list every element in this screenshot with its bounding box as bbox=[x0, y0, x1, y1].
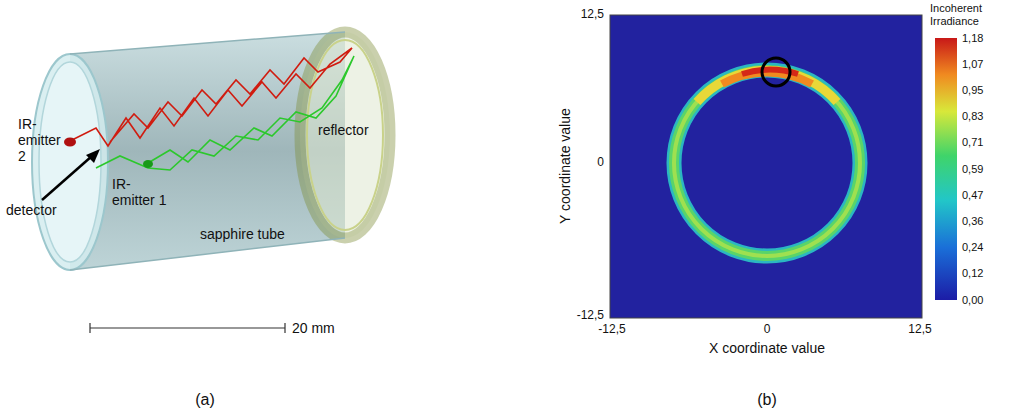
colorbar bbox=[935, 38, 957, 300]
emitter-dot bbox=[143, 160, 153, 168]
reflector-ring bbox=[300, 32, 390, 238]
panel-label: (b) bbox=[757, 391, 777, 409]
irradiance-ring bbox=[674, 70, 860, 256]
highlight-circle bbox=[762, 58, 790, 86]
axis-title: X coordinate value bbox=[709, 340, 825, 356]
colorbar-tick: 1,07 bbox=[962, 58, 983, 71]
colorbar-tick: 0,47 bbox=[962, 189, 983, 202]
colorbar-tick: 0,71 bbox=[962, 136, 983, 149]
axis-tick: 0 bbox=[764, 323, 771, 337]
sapphire-tube bbox=[32, 32, 390, 270]
scale-bar bbox=[90, 323, 285, 333]
colorbar-tick: 0,36 bbox=[962, 215, 983, 228]
dimension-label: 20 mm bbox=[292, 320, 335, 336]
emitter-dot bbox=[64, 138, 76, 147]
part-label: reflector bbox=[318, 122, 369, 138]
detector-arrow bbox=[42, 149, 100, 200]
colorbar-title: Incoherent Irradiance bbox=[930, 2, 1008, 27]
axis-tick: 12,5 bbox=[908, 323, 931, 337]
part-label: IR-emitter 1 bbox=[112, 176, 172, 208]
axis-tick: 0 bbox=[597, 156, 604, 170]
colorbar-tick: 0,12 bbox=[962, 267, 983, 280]
part-label: IR-emitter 2 bbox=[18, 116, 66, 164]
colorbar-tick: 0,00 bbox=[962, 294, 983, 307]
colorbar-tick: 0,24 bbox=[962, 241, 983, 254]
colorbar-tick: 0,83 bbox=[962, 110, 983, 123]
colorbar-tick: 0,59 bbox=[962, 163, 983, 176]
panel-label: (a) bbox=[195, 391, 215, 409]
part-label: sapphire tube bbox=[200, 226, 285, 242]
colorbar-tick: 0,95 bbox=[962, 84, 983, 97]
axis-title: Y coordinate value bbox=[557, 108, 573, 224]
part-label: detector bbox=[6, 202, 57, 218]
plot-area bbox=[610, 15, 922, 318]
axis-tick: -12,5 bbox=[598, 323, 625, 337]
colorbar-tick: 1,18 bbox=[962, 32, 983, 45]
light-rays bbox=[72, 48, 354, 170]
axis-tick: -12,5 bbox=[577, 309, 604, 323]
axis-tick: 12,5 bbox=[581, 8, 604, 22]
